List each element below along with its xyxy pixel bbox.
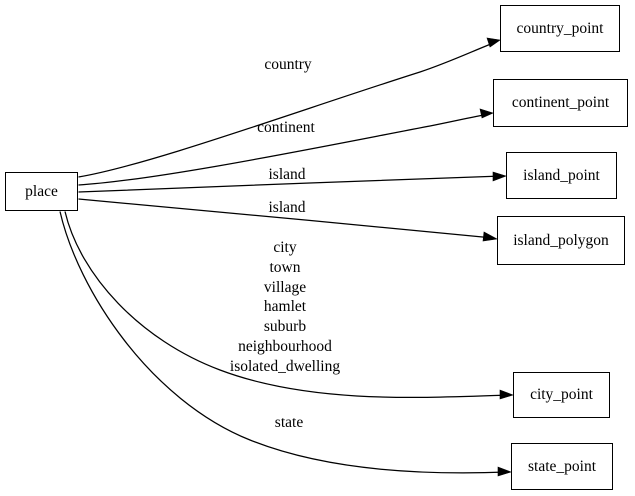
edge-line: [78, 113, 490, 186]
node-island_polygon[interactable]: island_polygon: [497, 216, 625, 265]
edge-place-city-point-label: city town village hamlet suburb neighbou…: [229, 239, 341, 375]
edge-line: [78, 175, 503, 193]
arrow-icon: [479, 108, 494, 119]
edge-line: [59, 211, 508, 474]
edge-place-state-point-label: state: [274, 414, 304, 431]
edge-place-continent-point: [78, 108, 494, 186]
node-continent_point[interactable]: continent_point: [493, 79, 628, 127]
edge-line: [64, 211, 510, 399]
node-state_point[interactable]: state_point: [511, 443, 613, 490]
node-city_point[interactable]: city_point: [513, 372, 610, 418]
edges-layer: [59, 37, 514, 477]
edge-place-continent-point-label: continent: [257, 119, 315, 136]
arrow-icon: [486, 37, 501, 48]
arrow-icon: [482, 231, 498, 242]
arrow-icon: [492, 171, 507, 182]
node-island_point[interactable]: island_point: [506, 152, 617, 199]
node-place[interactable]: place: [5, 172, 78, 211]
edge-place-island-point: [78, 171, 507, 193]
edge-place-city-point: [64, 211, 514, 400]
edge-line: [78, 41, 497, 178]
edge-place-island-polygon: [78, 198, 498, 242]
edge-place-country-point: [78, 37, 501, 178]
arrow-icon: [497, 466, 512, 477]
edge-place-island-polygon-label: island: [268, 199, 306, 216]
edge-place-country-point-label: country: [264, 56, 312, 73]
edge-place-state-point: [59, 211, 512, 477]
node-country_point[interactable]: country_point: [500, 5, 620, 52]
edge-line: [78, 198, 494, 239]
edge-place-island-point-label: island: [268, 166, 306, 183]
arrow-icon: [499, 389, 514, 400]
